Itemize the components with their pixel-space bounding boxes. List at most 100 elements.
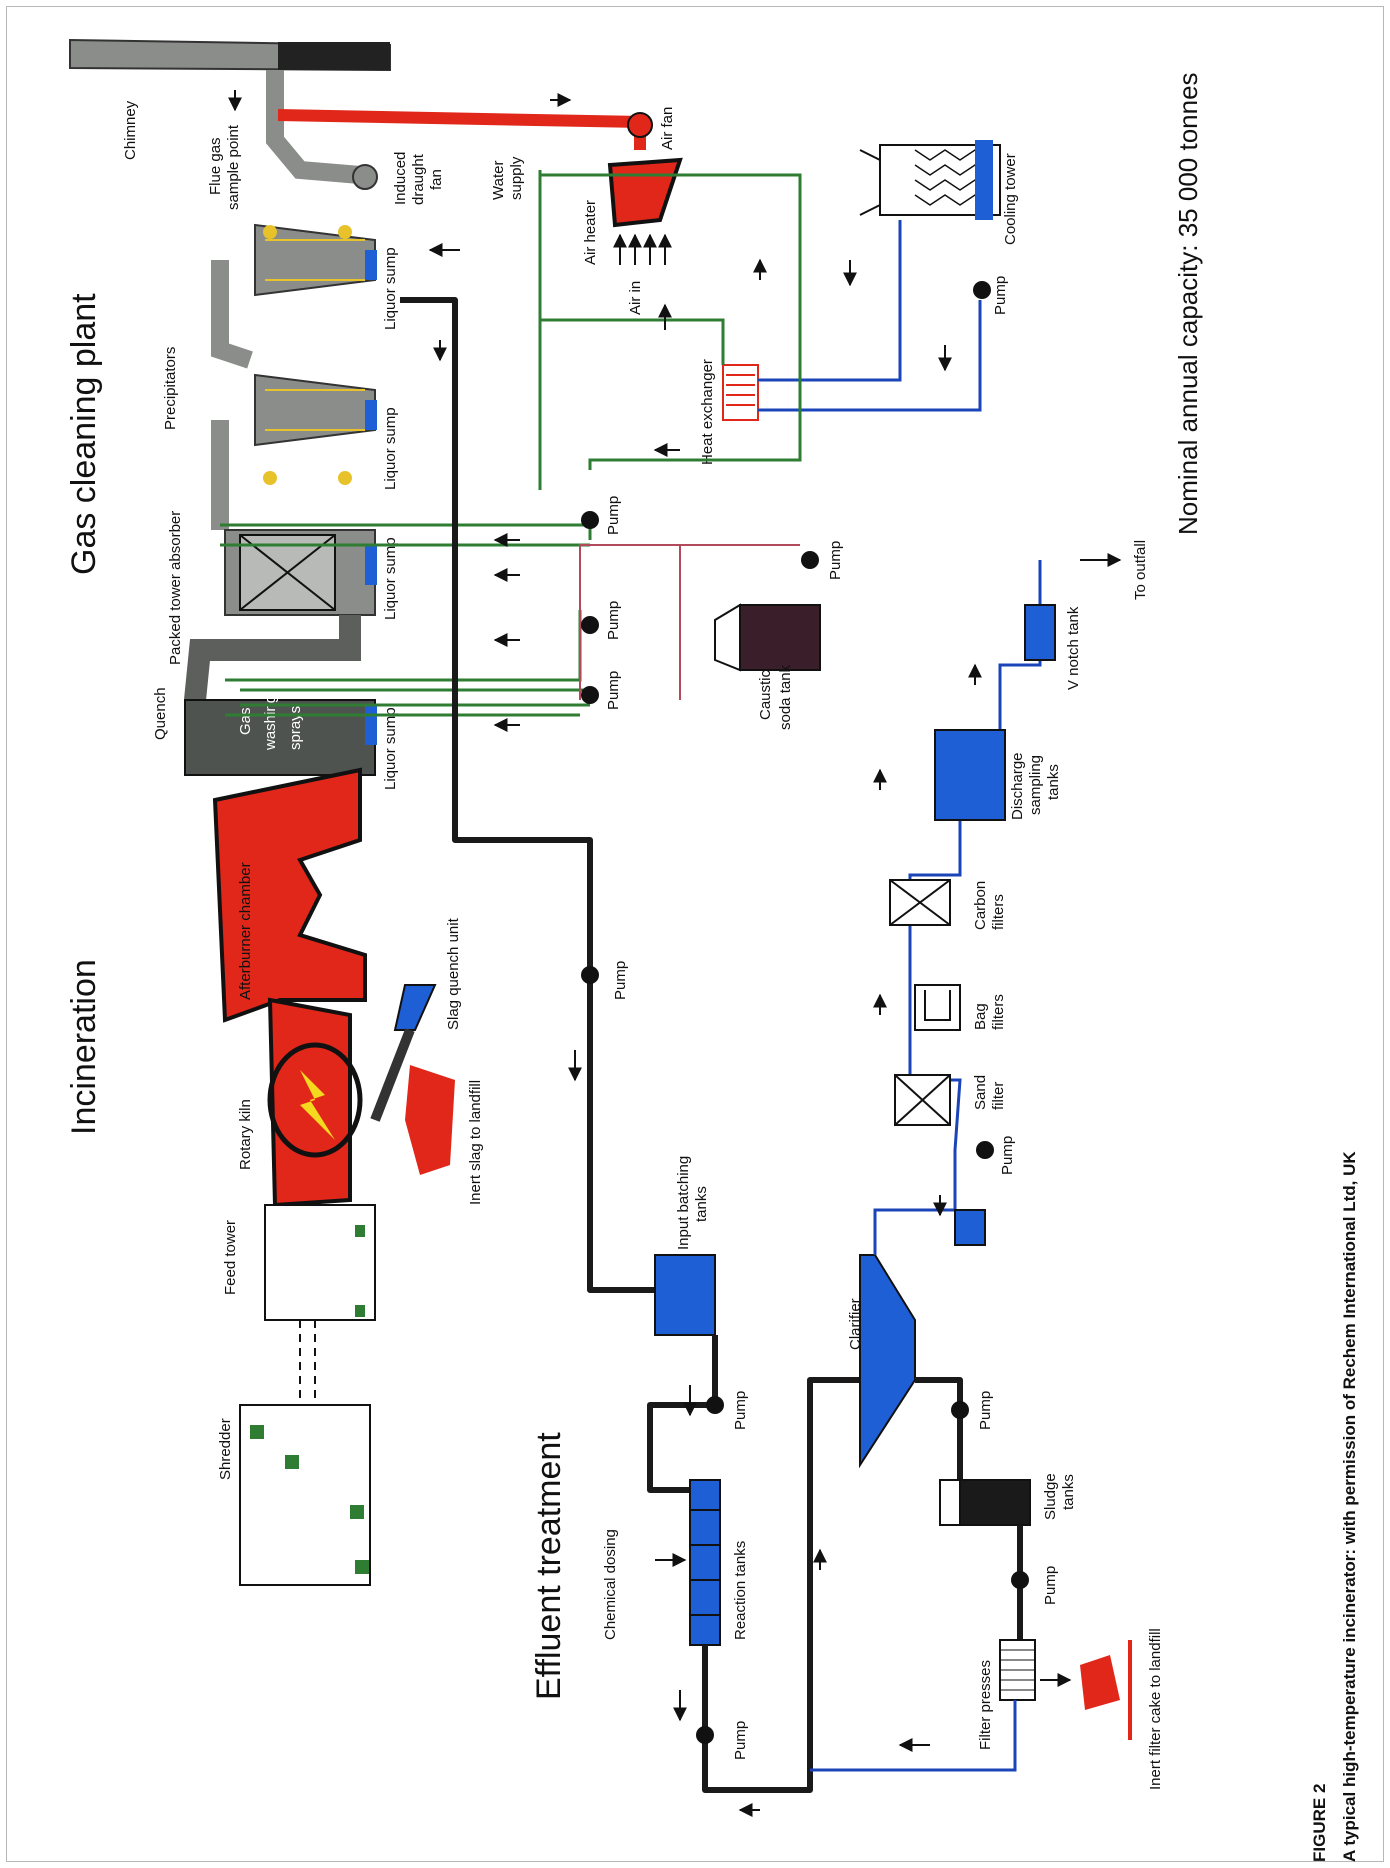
label-filter-pump: Pump [1042, 1566, 1059, 1605]
label-outfall: To outfall [1132, 540, 1149, 600]
flue-duct [266, 70, 361, 184]
packed-tower-absorber [224, 529, 377, 616]
label-pump-reaction-out: Pump [732, 1721, 749, 1760]
label-pump-1: Pump [605, 496, 622, 535]
heat-exchanger [722, 364, 759, 421]
label-air-heater: Air heater [582, 200, 599, 265]
cooling-loop-line [758, 220, 902, 382]
label-precipitators: Precipitators [162, 347, 179, 430]
label-vnotch: V notch tank [1065, 606, 1082, 690]
caustic-pump-icon [801, 551, 819, 569]
label-flue-gas: Flue gas [207, 137, 224, 195]
figure-number: FIGURE 2 [1310, 1784, 1329, 1862]
precipitator-2 [254, 373, 377, 485]
label-chemical-dosing: Chemical dosing [602, 1529, 619, 1640]
liquor-loop-line-2 [540, 318, 725, 365]
cooling-pump-icon [973, 281, 991, 299]
effluent-pump-icon [581, 966, 599, 984]
clarifier-feed-pump-icon [696, 1726, 714, 1744]
sludge-line [915, 1377, 963, 1480]
air-in-arrows [613, 233, 672, 265]
hot-air-duct [277, 109, 646, 150]
label-slag-quench: Slag quench unit [445, 917, 462, 1030]
label-shredder: Shredder [217, 1418, 234, 1480]
filter-presses [999, 1639, 1036, 1701]
label-bag: Bag [972, 1003, 989, 1030]
label-feed-tower: Feed tower [222, 1220, 239, 1295]
label-clarifier: Clarifier [847, 1298, 864, 1350]
label-flue-gas-2: sample point [225, 124, 242, 210]
effluent-main-line [400, 297, 655, 1293]
label-induced-3: fan [428, 169, 445, 190]
filtrate-return-line [810, 1700, 1017, 1772]
label-sludge-pump: Pump [977, 1391, 994, 1430]
clarifier [859, 1254, 916, 1469]
label-air-in: Air in [627, 281, 644, 315]
label-packed-tower: Packed tower absorber [167, 511, 184, 665]
label-air-fan: Air fan [659, 107, 676, 150]
label-filter-presses: Filter presses [977, 1660, 994, 1750]
label-washing: washing [262, 695, 279, 751]
label-effluent-pump: Pump [612, 961, 629, 1000]
label-liquor-sump-1: Liquor sump [382, 247, 399, 330]
caustic-line [579, 544, 800, 700]
rotary-kiln [267, 997, 363, 1208]
label-chimney: Chimney [122, 100, 139, 160]
section-title-incineration: Incineration [65, 959, 103, 1135]
filter-cake-pile [1080, 1655, 1120, 1710]
label-bag-2: filters [990, 994, 1007, 1030]
chimney [69, 38, 391, 72]
label-sludge: Sludge [1042, 1473, 1059, 1520]
air-heater [607, 157, 683, 228]
label-sand: Sand [972, 1075, 989, 1110]
label-pump-3: Pump [605, 671, 622, 710]
shredder [239, 1404, 371, 1586]
label-caustic-2: soda tank [777, 664, 794, 730]
label-afterburner: Afterburner chamber [237, 862, 254, 1000]
label-rotary-kiln: Rotary kiln [237, 1099, 254, 1170]
liquor-pumps [581, 511, 599, 704]
label-input-2: tanks [693, 1186, 710, 1222]
label-sludge-2: tanks [1060, 1474, 1077, 1510]
inert-slag-pile [405, 1065, 455, 1175]
label-reaction-pump: Pump [732, 1391, 749, 1430]
label-quench: Quench [152, 687, 169, 740]
v-notch-tank [1024, 604, 1056, 661]
label-caustic-pump: Pump [827, 541, 844, 580]
cooling-return-line [758, 300, 982, 412]
quench-duct [184, 615, 361, 702]
label-pump-2: Pump [605, 601, 622, 640]
sand-pump-icon [976, 1141, 994, 1159]
label-input: Input batching [675, 1156, 692, 1250]
label-gas: Gas [237, 707, 254, 735]
air-fan-icon [627, 112, 653, 138]
label-caustic: Caustic [757, 669, 774, 720]
figure-caption: A typical high-temperature incinerator: … [1340, 1151, 1359, 1862]
carbon-filters [889, 879, 951, 926]
input-batching-tanks [654, 1254, 716, 1336]
label-sand-2: filter [990, 1082, 1007, 1110]
clarifier-feed-line [702, 1377, 870, 1793]
caustic-soda-tank [714, 603, 821, 672]
label-sprays: sprays [287, 706, 304, 750]
label-water-2: supply [508, 156, 525, 200]
bag-filters [914, 984, 961, 1031]
section-title-effluent: Effluent treatment [530, 1432, 568, 1700]
figure-frame [6, 6, 1384, 1862]
slag-chute [370, 1028, 415, 1122]
liquor-loop-line [538, 170, 802, 490]
section-title-gas-cleaning: Gas cleaning plant [65, 293, 103, 575]
label-liquor-sump-2: Liquor sump [382, 407, 399, 490]
label-filter-cake: Inert filter cake to landfill [1147, 1628, 1164, 1790]
feed-tower [264, 1204, 376, 1405]
filter-press-pump-icon [1011, 1571, 1029, 1589]
label-heat-exchanger: Heat exchanger [699, 359, 716, 465]
sludge-tanks [939, 1479, 1031, 1526]
slag-quench-unit [393, 984, 437, 1031]
label-discharge: Discharge [1009, 752, 1026, 820]
sludge-pump-icon [951, 1401, 969, 1419]
polishing-line [873, 560, 1042, 1255]
label-reaction-tanks: Reaction tanks [732, 1541, 749, 1640]
reaction-tanks [689, 1479, 721, 1646]
gas-duct-precip [211, 260, 253, 530]
